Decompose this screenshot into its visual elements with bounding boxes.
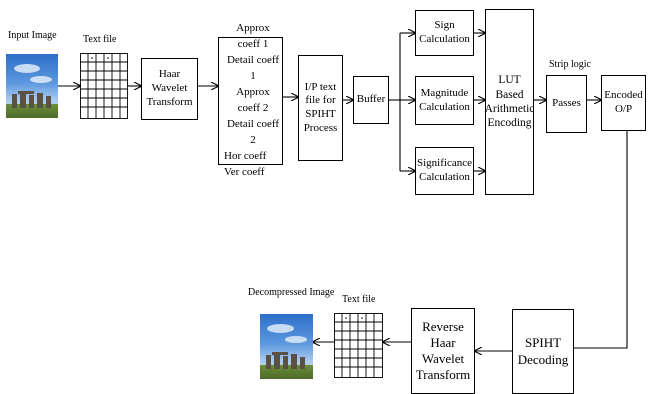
coeff-item: Detail coeff 2 xyxy=(226,117,280,146)
buffer-box: Buffer xyxy=(353,76,389,124)
text-file-top-grid xyxy=(80,53,128,119)
text-file-bottom-label: Text file xyxy=(342,294,376,305)
magnitude-calculation-box: Magnitude Calculation xyxy=(415,76,474,125)
significance-line-2: Calculation xyxy=(419,171,470,183)
lut-line-3: Arithmetic xyxy=(484,103,535,115)
haar-line-3: Transform xyxy=(146,95,193,108)
passes-label: Passes xyxy=(552,97,581,110)
lut-arithmetic-encoding-box: LUT Based Arithmetic Encoding xyxy=(485,9,534,195)
sign-line-2: Calculation xyxy=(419,33,470,45)
coeff-item: Hor coeff xyxy=(224,149,267,162)
lut-line-1: LUT xyxy=(498,74,521,87)
magnitude-line-2: Calculation xyxy=(419,100,470,113)
decompressed-image-label: Decompressed Image xyxy=(248,287,335,298)
lut-line-2: Based xyxy=(495,88,524,101)
decompressed-image-thumbnail xyxy=(260,314,313,379)
coeff-item: Ver coeff xyxy=(224,165,265,178)
coefficients-box: Approx coeff 1 Detail coeff 1 Approx coe… xyxy=(218,22,283,178)
ip-text-line-1: I/P text xyxy=(304,80,337,93)
haar-line-2: Wavelet xyxy=(151,82,188,95)
reverse-haar-line-3: Transform xyxy=(415,367,471,383)
strip-logic-label: Strip logic xyxy=(549,59,591,70)
ip-text-line-3: SPIHT xyxy=(305,108,336,120)
passes-box: Passes xyxy=(546,75,587,133)
haar-line-1: Haar xyxy=(158,68,181,81)
spiht-decoding-line-1: SPIHT xyxy=(524,335,562,351)
buffer-label: Buffer xyxy=(356,93,386,106)
spiht-decoding-box: SPIHT Decoding xyxy=(512,309,574,394)
line-encoded-to-decoding xyxy=(574,131,628,349)
encoded-output-box: Encoded O/P xyxy=(601,75,646,131)
input-image-thumbnail xyxy=(6,54,58,118)
encoded-line-2: O/P xyxy=(614,103,633,115)
reverse-haar-line-2: Haar Wavelet xyxy=(421,334,465,366)
text-file-top-label: Text file xyxy=(83,34,117,45)
significance-calculation-box: Significance Calculation xyxy=(415,147,474,195)
coeff-item: Approx coeff 2 xyxy=(236,86,270,114)
significance-line-1: Significance xyxy=(417,157,472,170)
reverse-haar-wavelet-box: Reverse Haar Wavelet Transform xyxy=(411,308,475,394)
sign-line-1: Sign xyxy=(434,19,455,32)
ip-text-file-box: I/P text file for SPIHT Process xyxy=(298,55,343,161)
ip-text-line-2: file for xyxy=(305,94,336,107)
reverse-haar-line-1: Reverse xyxy=(422,318,464,334)
haar-wavelet-transform-box: Haar Wavelet Transform xyxy=(141,58,198,120)
spiht-decoding-line-2: Decoding xyxy=(517,351,569,367)
coeff-item: Detail coeff 1 xyxy=(226,54,280,83)
encoded-line-1: Encoded xyxy=(604,89,643,102)
magnitude-line-1: Magnitude xyxy=(420,86,469,99)
lut-line-4: Encoding xyxy=(487,117,532,130)
text-file-bottom-grid xyxy=(334,313,383,378)
coeff-item: Approx coeff 1 xyxy=(236,22,270,51)
sign-calculation-box: Sign Calculation xyxy=(415,10,474,56)
input-image-label: Input Image xyxy=(8,30,57,41)
ip-text-line-4: Process xyxy=(303,121,338,134)
